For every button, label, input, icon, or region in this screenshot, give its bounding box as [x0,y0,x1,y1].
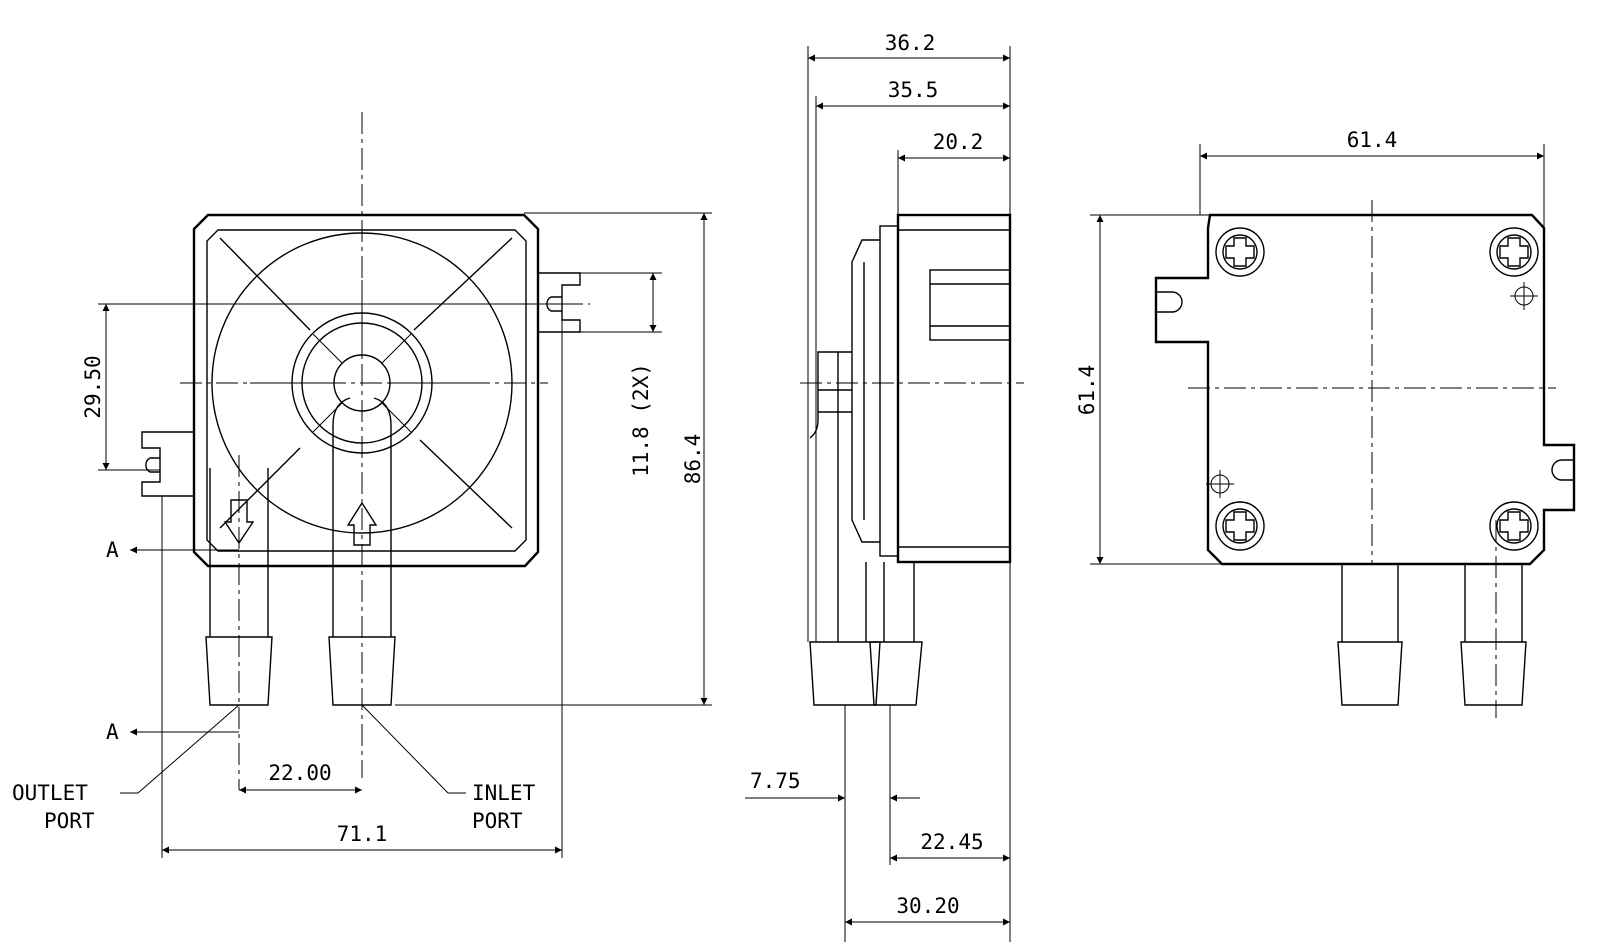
inlet-label-line1: INLET [472,781,536,805]
dim-back-width: 61.4 [1347,128,1398,152]
dim-back-height: 61.4 [1075,365,1099,416]
outlet-label-line1: OUTLET [12,781,88,805]
dim-side-depth: 30.20 [896,894,959,918]
back-tab-left-slot [1156,291,1183,313]
back-view [1154,200,1576,718]
front-housing-outline [192,213,540,568]
side-port-barb-1 [809,641,881,706]
back-port-tubes [1341,564,1523,642]
side-flange [879,225,899,557]
dim-front-tab: 11.8 (2X) [629,363,653,477]
rib [419,439,513,529]
outlet-flow-arrow [223,499,255,545]
dim-side-housing: 20.2 [933,130,984,154]
back-housing-outline [1154,213,1576,566]
outlet-label-line2: PORT [44,809,95,833]
side-port-barb-2 [869,641,923,706]
dim-side-port-offset: 7.75 [750,769,801,793]
front-tab-left [141,431,194,497]
inlet-label-line2: PORT [472,809,523,833]
dim-port-spacing: 22.00 [268,761,331,785]
outlet-tube [209,468,269,637]
section-a-bottom: A [106,720,119,744]
locating-hole-right [1510,282,1538,310]
outlet-barb [205,636,273,706]
rib [219,237,311,331]
side-view [800,213,1024,706]
back-port-barb-2 [1460,641,1527,706]
back-view-dimensions: 61.4 61.4 [1075,128,1545,565]
inlet-barb [328,636,396,706]
inlet-flow-arrow [346,501,378,546]
front-tab-left-slot [145,457,160,473]
front-view-dimensions: 86.4 29.50 11.8 (2X) 22.00 71.1 A A OUTL… [12,212,712,858]
front-tab-right [538,272,581,333]
front-housing-inner [206,229,527,552]
side-view-dimensions: 36.2 35.5 20.2 7.75 22.45 30.20 [745,31,1011,942]
inlet-tube [332,397,392,637]
dim-front-height: 86.4 [681,434,705,485]
side-cover [851,239,880,543]
back-port-barb-1 [1337,641,1403,706]
dim-side-port-dist: 22.45 [920,830,983,854]
back-tab-right-slot [1551,459,1574,481]
section-a-top: A [106,538,119,562]
side-port-tubes [837,520,915,642]
screw-top-left [1215,227,1265,277]
dim-front-offset: 29.50 [81,355,105,418]
locating-hole-left [1206,470,1234,498]
side-tab [929,269,1011,341]
side-housing [896,213,1012,564]
dim-side-overall: 36.2 [885,31,936,55]
screw-bottom-right [1489,501,1539,551]
front-view [141,112,590,790]
screw-top-right [1489,227,1539,277]
dim-side-body: 35.5 [888,78,939,102]
screw-bottom-left [1215,501,1265,551]
side-hub [809,351,852,439]
rib [413,237,513,331]
rib [219,447,301,529]
dim-front-width: 71.1 [337,822,388,846]
